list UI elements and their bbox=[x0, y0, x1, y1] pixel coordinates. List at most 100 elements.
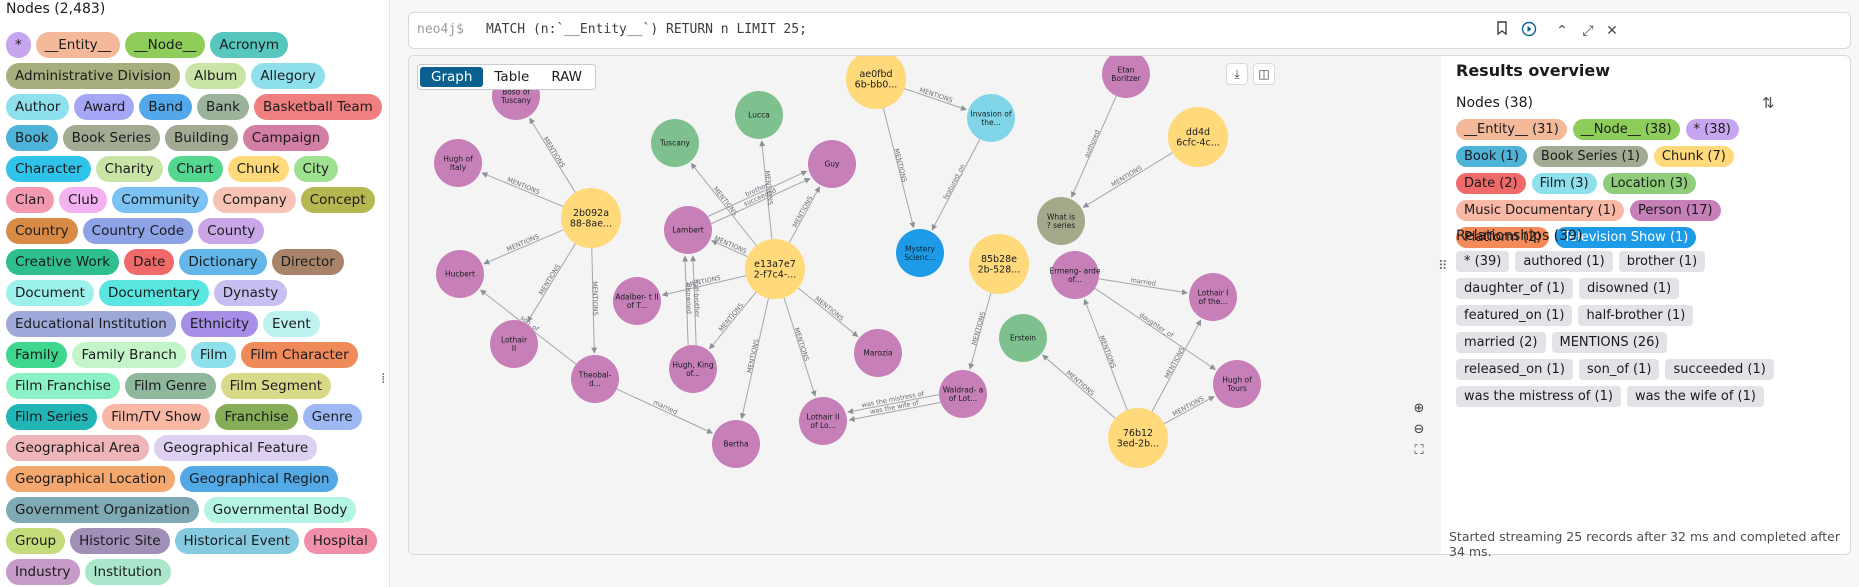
graph-node-circle[interactable] bbox=[1108, 408, 1168, 468]
label-pill-acronym[interactable]: Acronym bbox=[210, 32, 289, 58]
graph-edge[interactable] bbox=[529, 117, 576, 193]
graph-edge[interactable] bbox=[661, 275, 746, 297]
graph-node-circle[interactable] bbox=[712, 420, 760, 468]
graph-node-circle[interactable] bbox=[799, 397, 847, 445]
graph-node[interactable]: Erstein bbox=[999, 314, 1047, 362]
overview-node-pill[interactable]: Date (2) bbox=[1456, 173, 1526, 194]
label-pill-geographical-feature[interactable]: Geographical Feature bbox=[154, 435, 318, 461]
label-pill-documentary[interactable]: Documentary bbox=[98, 280, 209, 306]
graph-node-circle[interactable] bbox=[939, 370, 987, 418]
expand-icon[interactable]: ⤢ bbox=[1582, 23, 1594, 39]
overview-node-pill[interactable]: Chunk (7) bbox=[1653, 146, 1734, 167]
label-pill-geographical-region[interactable]: Geographical Region bbox=[180, 466, 339, 492]
graph-edge[interactable] bbox=[483, 229, 564, 265]
label-pill-city[interactable]: City bbox=[293, 156, 338, 182]
label-pill-group[interactable]: Group bbox=[6, 528, 66, 554]
graph-edge[interactable] bbox=[882, 107, 916, 229]
graph-edge[interactable] bbox=[690, 162, 757, 246]
label-pill-film-genre[interactable]: Film Genre bbox=[124, 373, 216, 399]
label-pill-all[interactable]: * bbox=[6, 32, 31, 58]
overview-node-pill[interactable]: __Entity__ (31) bbox=[1456, 119, 1567, 140]
sort-icon[interactable]: ⇅ bbox=[1762, 94, 1775, 112]
graph-edge[interactable] bbox=[711, 177, 811, 225]
graph-node-circle[interactable] bbox=[808, 140, 856, 188]
overview-relationship-pill[interactable]: brother (1) bbox=[1618, 251, 1706, 272]
label-pill-creative-work[interactable]: Creative Work bbox=[6, 249, 120, 275]
graph-edge[interactable] bbox=[1070, 95, 1117, 198]
graph-edge[interactable] bbox=[1042, 354, 1116, 419]
close-icon[interactable]: ✕ bbox=[1606, 23, 1618, 39]
label-pill-clan[interactable]: Clan bbox=[6, 187, 55, 213]
overview-relationship-pill[interactable]: MENTIONS (26) bbox=[1551, 332, 1668, 353]
label-pill-geographical-location[interactable]: Geographical Location bbox=[6, 466, 176, 492]
overview-node-pill[interactable]: Person (17) bbox=[1630, 200, 1721, 221]
graph-node-circle[interactable] bbox=[651, 119, 699, 167]
zoom-in-icon[interactable]: ⊕ bbox=[1413, 401, 1425, 416]
overview-node-pill[interactable]: * (38) bbox=[1685, 119, 1739, 140]
graph-node[interactable]: Marozia bbox=[854, 329, 902, 377]
overview-relationship-pill[interactable]: son_of (1) bbox=[1578, 359, 1660, 380]
graph-node-circle[interactable] bbox=[436, 250, 484, 298]
label-pill-country[interactable]: Country bbox=[6, 218, 78, 244]
graph-node-circle[interactable] bbox=[669, 345, 717, 393]
graph-node-circle[interactable] bbox=[561, 188, 621, 248]
graph-edge[interactable] bbox=[1082, 152, 1173, 208]
label-pill-club[interactable]: Club bbox=[59, 187, 108, 213]
graph-node-circle[interactable] bbox=[854, 329, 902, 377]
label-pill-industry[interactable]: Industry bbox=[6, 559, 80, 585]
overview-relationship-pill[interactable]: daughter_of (1) bbox=[1456, 278, 1573, 299]
label-pill-historical-event[interactable]: Historical Event bbox=[174, 528, 299, 554]
label-pill-allegory[interactable]: Allegory bbox=[251, 63, 325, 89]
graph-node-circle[interactable] bbox=[1168, 107, 1228, 167]
graph-node-circle[interactable] bbox=[571, 355, 619, 403]
graph-node[interactable]: Lucca bbox=[735, 91, 783, 139]
label-pill-ethnicity[interactable]: Ethnicity bbox=[180, 311, 259, 337]
toggle-panel-icon[interactable]: ◫ bbox=[1253, 63, 1275, 85]
graph-edge[interactable] bbox=[709, 291, 757, 350]
label-pill-date[interactable]: Date bbox=[124, 249, 175, 275]
graph-node-circle[interactable] bbox=[613, 277, 661, 325]
label-pill-institution[interactable]: Institution bbox=[84, 559, 171, 585]
graph-node[interactable]: Theobal-d... bbox=[571, 355, 619, 403]
label-pill-film-series[interactable]: Film Series bbox=[6, 404, 98, 430]
graph-node[interactable]: Tuscany bbox=[651, 119, 699, 167]
label-pill-campaign[interactable]: Campaign bbox=[242, 125, 330, 151]
overview-node-pill[interactable]: Music Documentary (1) bbox=[1456, 200, 1625, 221]
graph-edge[interactable] bbox=[1094, 287, 1216, 370]
label-pill-author[interactable]: Author bbox=[6, 94, 70, 120]
label-pill-community[interactable]: Community bbox=[112, 187, 209, 213]
graph-node-circle[interactable] bbox=[1189, 273, 1237, 321]
label-pill-film-segment[interactable]: Film Segment bbox=[220, 373, 332, 399]
graph-edge[interactable] bbox=[739, 298, 769, 420]
graph-edge[interactable] bbox=[1151, 319, 1202, 412]
label-pill-book-series[interactable]: Book Series bbox=[62, 125, 161, 151]
graph-edge[interactable] bbox=[682, 255, 689, 346]
run-icon[interactable] bbox=[1519, 21, 1539, 41]
label-pill-band[interactable]: Band bbox=[139, 94, 193, 120]
label-pill-hospital[interactable]: Hospital bbox=[303, 528, 377, 554]
label-pill-historic-site[interactable]: Historic Site bbox=[70, 528, 170, 554]
overview-relationship-pill[interactable]: * (39) bbox=[1456, 251, 1510, 272]
overview-relationship-pill[interactable]: succeeded (1) bbox=[1665, 359, 1774, 380]
graph-node-circle[interactable] bbox=[846, 56, 906, 109]
label-pill-family[interactable]: Family bbox=[6, 342, 68, 368]
label-pill-geographical-area[interactable]: Geographical Area bbox=[6, 435, 150, 461]
overview-relationship-pill[interactable]: disowned (1) bbox=[1578, 278, 1680, 299]
label-pill-building[interactable]: Building bbox=[165, 125, 238, 151]
overview-relationship-pill[interactable]: authored (1) bbox=[1515, 251, 1613, 272]
label-pill-entity[interactable]: __Entity__ bbox=[35, 32, 121, 58]
label-pill-film-tv-show[interactable]: Film/TV Show bbox=[102, 404, 211, 430]
overview-node-pill[interactable]: Book (1) bbox=[1456, 146, 1527, 167]
graph-node-circle[interactable] bbox=[967, 94, 1015, 142]
graph-node-circle[interactable] bbox=[434, 139, 482, 187]
overview-node-pill[interactable]: Television Show (1) bbox=[1555, 227, 1697, 248]
graph-node[interactable]: Hucbert bbox=[436, 250, 484, 298]
label-pill-film-character[interactable]: Film Character bbox=[241, 342, 358, 368]
